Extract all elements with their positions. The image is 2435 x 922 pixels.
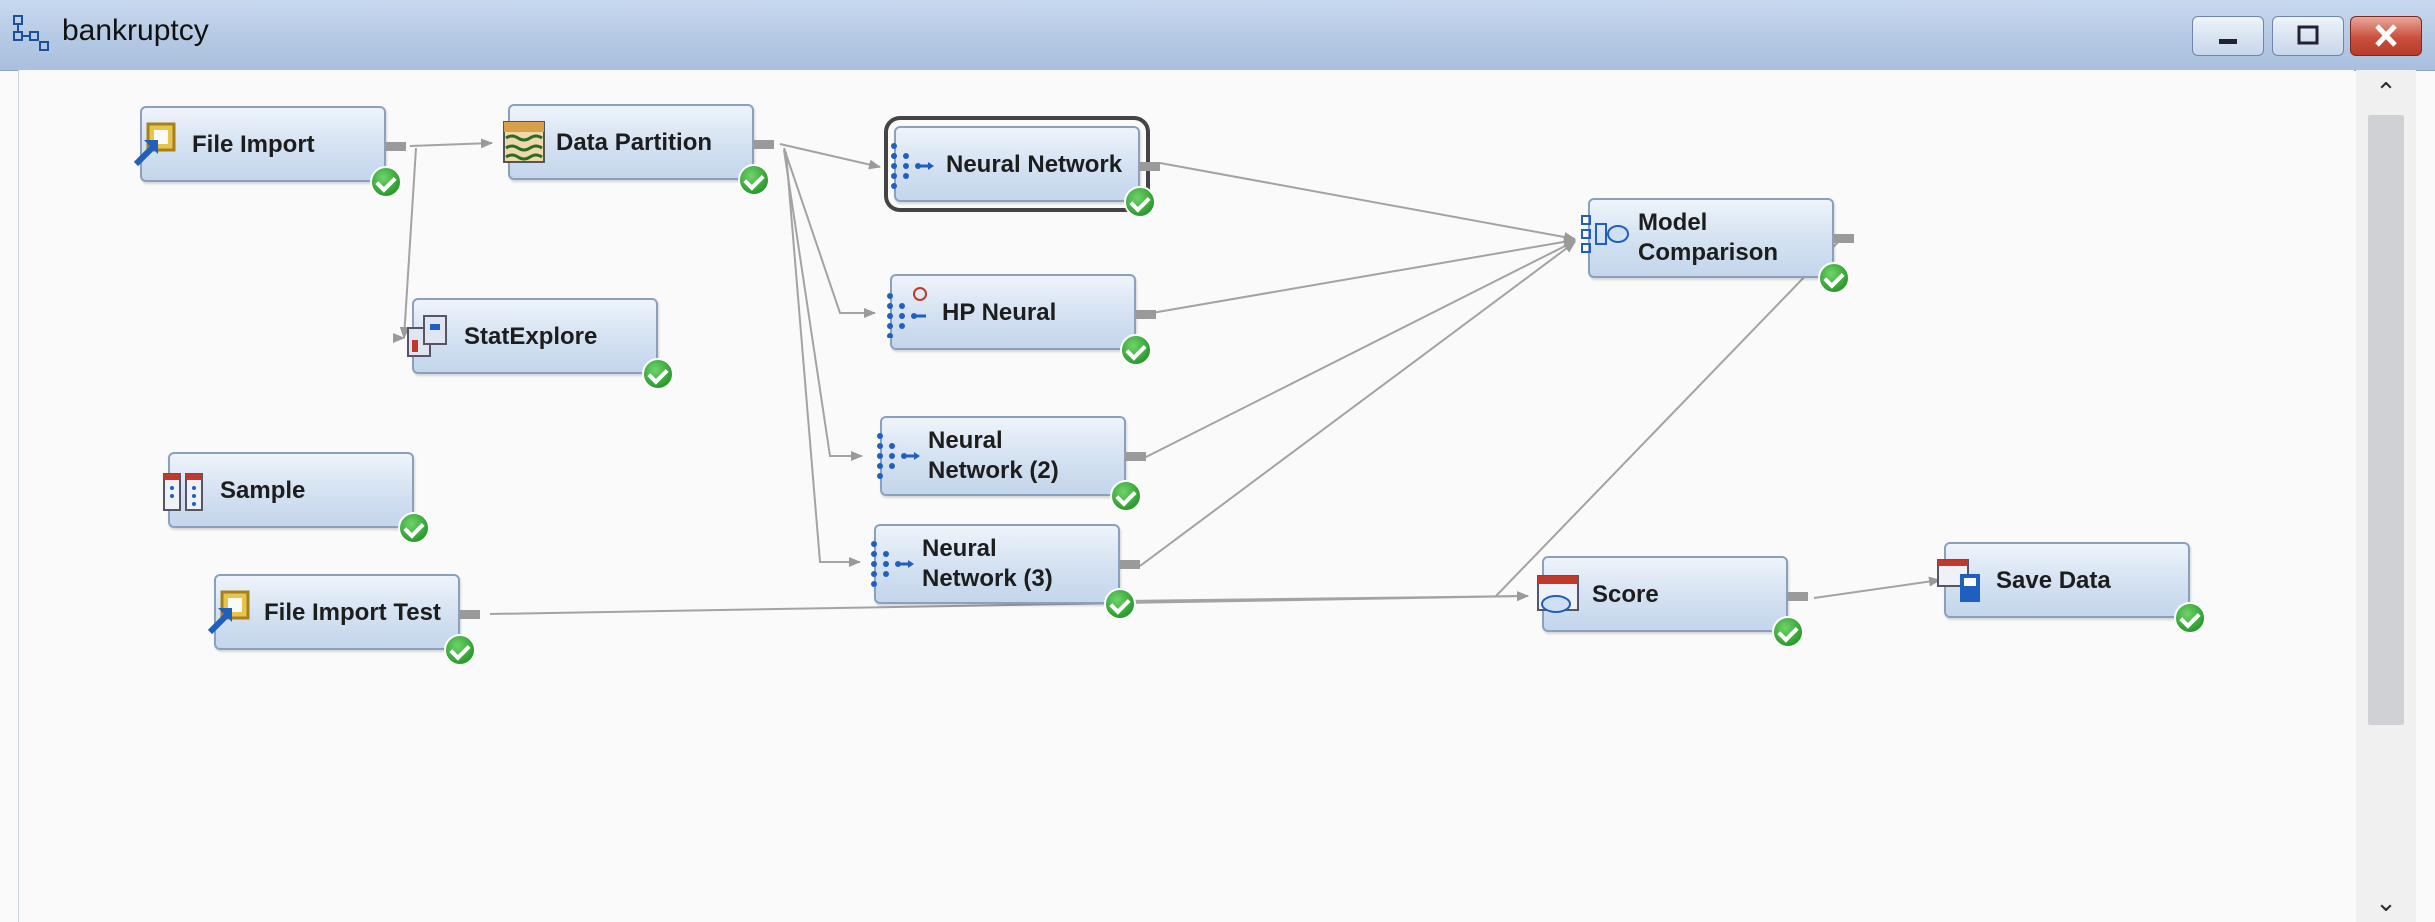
node-label-line1: Neural [928, 427, 1003, 454]
maximize-button[interactable] [2272, 16, 2344, 56]
node-label-line2: Comparison [1638, 239, 1779, 266]
node-statexplore[interactable]: StatExplore [407, 298, 674, 390]
node-label-line1: Model [1638, 209, 1708, 236]
node-label: Score [1592, 581, 1659, 608]
score-icon [1537, 575, 1579, 613]
output-port[interactable] [460, 610, 480, 619]
node-label-line2: Network (2) [928, 457, 1059, 484]
node-neural-network[interactable]: Neural Network [884, 116, 1160, 218]
green-check-icon [1120, 334, 1152, 366]
process-flow-icon [13, 15, 49, 51]
node-data-partition[interactable]: Data Partition [503, 104, 774, 196]
hp-neural-icon [887, 287, 927, 338]
green-check-icon [398, 512, 430, 544]
restore-icon [2297, 25, 2319, 45]
green-check-icon [370, 166, 402, 198]
close-icon [2375, 24, 2397, 47]
sample-icon [163, 473, 203, 511]
green-check-icon [1110, 480, 1142, 512]
statexplore-icon [407, 315, 447, 357]
title-bar[interactable]: bankruptcy [0, 0, 2435, 71]
output-port[interactable] [754, 140, 774, 149]
green-check-icon [642, 358, 674, 390]
file-import-icon [133, 122, 176, 167]
green-check-icon [1104, 588, 1136, 620]
minimize-button[interactable] [2192, 16, 2264, 56]
scroll-up-icon[interactable]: ⌃ [2375, 77, 2397, 107]
node-sample[interactable]: Sample [163, 452, 430, 544]
node-model-comparison[interactable]: Model Comparison [1581, 198, 1854, 294]
node-label: File Import Test [264, 599, 441, 626]
node-label: Save Data [1996, 567, 2111, 594]
node-label: Sample [220, 477, 306, 504]
output-port[interactable] [1140, 162, 1160, 171]
green-check-icon [1772, 616, 1804, 648]
green-check-icon [1124, 186, 1156, 218]
output-port[interactable] [1136, 310, 1156, 319]
green-check-icon [2174, 602, 2206, 634]
model-comparison-icon [1581, 215, 1630, 253]
green-check-icon [738, 164, 770, 196]
minimize-icon [2219, 39, 2237, 44]
neural-network-icon [871, 541, 914, 587]
node-neural-network-3[interactable]: Neural Network (3) [871, 524, 1140, 620]
output-port[interactable] [1120, 560, 1140, 569]
node-file-import[interactable]: File Import [133, 106, 406, 198]
neural-network-icon [877, 433, 920, 479]
node-score[interactable]: Score [1537, 556, 1808, 648]
node-file-import-test[interactable]: File Import Test [207, 574, 480, 666]
node-label: File Import [192, 131, 315, 158]
green-check-icon [1818, 262, 1850, 294]
node-label-line2: Network (3) [922, 565, 1053, 592]
green-check-icon [444, 634, 476, 666]
save-data-icon [1937, 559, 1980, 602]
node-save-data[interactable]: Save Data [1937, 542, 2206, 634]
scrollbar-thumb[interactable] [2368, 115, 2404, 725]
node-label: StatExplore [464, 323, 598, 350]
data-partition-icon [503, 121, 545, 163]
output-port[interactable] [1126, 452, 1146, 461]
scroll-down-icon[interactable]: ⌄ [2375, 887, 2397, 917]
output-port[interactable] [386, 142, 406, 151]
file-import-icon [207, 590, 250, 635]
node-hp-neural[interactable]: HP Neural [887, 274, 1156, 366]
node-label-line1: Neural [922, 535, 997, 562]
node-label: Data Partition [556, 129, 713, 156]
close-button[interactable] [2350, 16, 2422, 56]
node-label: HP Neural [942, 299, 1057, 326]
output-port[interactable] [1788, 592, 1808, 601]
window-title: bankruptcy [62, 14, 209, 47]
node-neural-network-2[interactable]: Neural Network (2) [877, 416, 1146, 512]
node-label: Neural Network [946, 151, 1123, 178]
neural-network-icon [891, 143, 934, 189]
output-port[interactable] [1834, 234, 1854, 243]
